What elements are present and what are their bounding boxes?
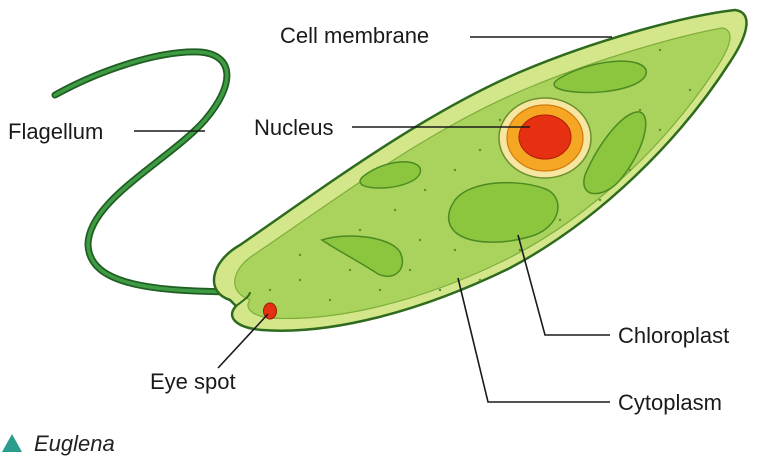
label-flagellum: Flagellum [8, 119, 103, 144]
label-chloroplast: Chloroplast [618, 323, 729, 348]
label-cytoplasm: Cytoplasm [618, 390, 722, 415]
caption-triangle-icon [2, 434, 22, 452]
figure-caption: Euglena [34, 431, 115, 456]
flagellum [55, 52, 248, 292]
label-eye-spot: Eye spot [150, 369, 236, 394]
label-nucleus: Nucleus [254, 115, 333, 140]
label-cell-membrane: Cell membrane [280, 23, 429, 48]
nucleus [499, 98, 591, 178]
